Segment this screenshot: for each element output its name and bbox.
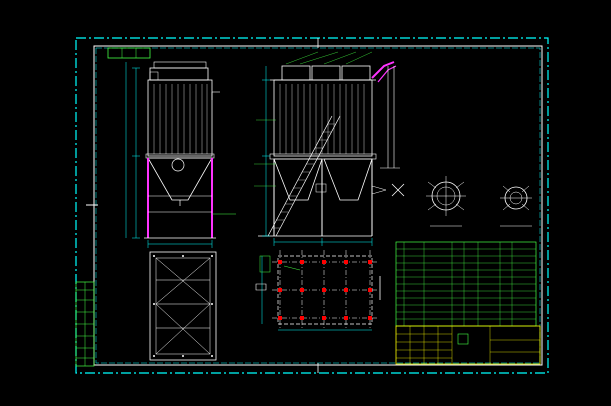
title-block xyxy=(395,325,541,365)
section-view-b xyxy=(500,185,532,227)
drawing-frame xyxy=(75,37,549,374)
side-elevation-view xyxy=(125,61,236,248)
revision-strip xyxy=(75,281,95,367)
front-elevation-view xyxy=(254,51,400,246)
section-view-a xyxy=(391,176,466,227)
foundation-plan xyxy=(255,250,381,331)
drawing-number-box xyxy=(107,47,151,59)
plan-view xyxy=(149,251,217,361)
parts-table xyxy=(395,241,537,327)
logo-mark xyxy=(457,333,469,345)
